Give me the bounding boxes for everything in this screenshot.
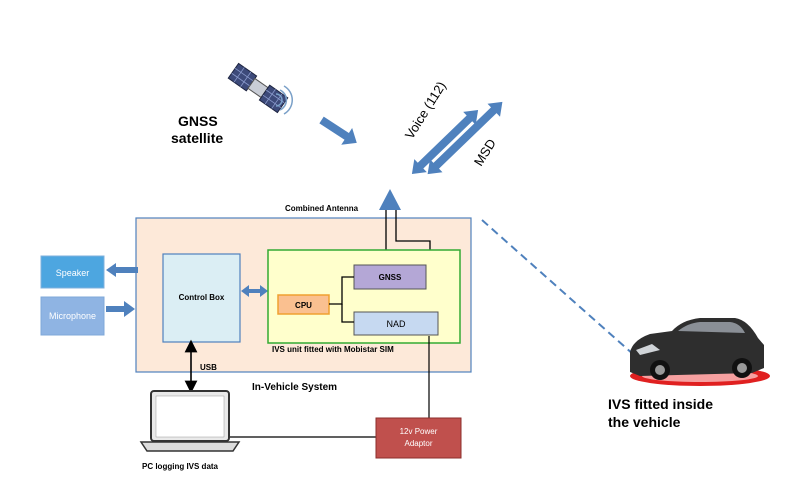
microphone-label: Microphone xyxy=(49,311,96,321)
msd-label: MSD xyxy=(471,136,499,168)
control-to-ivs-arrow xyxy=(241,285,268,297)
power-label-line1: 12v Power xyxy=(400,427,438,436)
voice-link-arrow xyxy=(411,110,479,174)
speaker-box xyxy=(40,255,105,289)
cpu-gnss-link xyxy=(329,276,354,305)
voice-label: Voice (112) xyxy=(402,79,449,142)
gnss-module-box xyxy=(353,264,427,290)
car-icon xyxy=(630,318,770,386)
ivs-unit-label: IVS unit fitted with Mobistar SIM xyxy=(272,345,394,354)
power-adaptor-box xyxy=(375,417,462,459)
usb-label: USB xyxy=(200,363,217,372)
microphone-arrow xyxy=(106,301,135,317)
in-vehicle-system-label: In-Vehicle System xyxy=(252,382,337,393)
gnss-module-label: GNSS xyxy=(379,273,402,282)
pc-label: PC logging IVS data xyxy=(142,462,219,471)
cpu-nad-link xyxy=(341,304,354,323)
antenna-icon xyxy=(379,189,401,210)
satellite-label-line2: satellite xyxy=(171,130,223,146)
speaker-label: Speaker xyxy=(56,268,90,278)
speaker-arrow xyxy=(106,263,138,277)
satellite-label-line1: GNSS xyxy=(178,113,218,129)
signal-waves-icon xyxy=(275,85,293,115)
laptop-icon xyxy=(139,390,241,452)
control-box xyxy=(162,253,241,343)
antenna-label: Combined Antenna xyxy=(285,204,359,213)
nad-box xyxy=(353,311,439,336)
msd-link-arrow xyxy=(427,101,503,175)
control-box-label: Control Box xyxy=(179,293,225,302)
nad-label: NAD xyxy=(386,319,406,329)
vehicle-label-line2: the vehicle xyxy=(608,414,681,430)
power-label-line2: Adaptor xyxy=(404,439,432,448)
gnss-signal-arrow xyxy=(319,116,357,145)
satellite-icon xyxy=(227,62,289,114)
vehicle-label-line1: IVS fitted inside xyxy=(608,396,713,412)
cpu-label: CPU xyxy=(295,301,312,310)
vehicle-link-dashed xyxy=(481,219,635,356)
microphone-box xyxy=(40,296,105,336)
